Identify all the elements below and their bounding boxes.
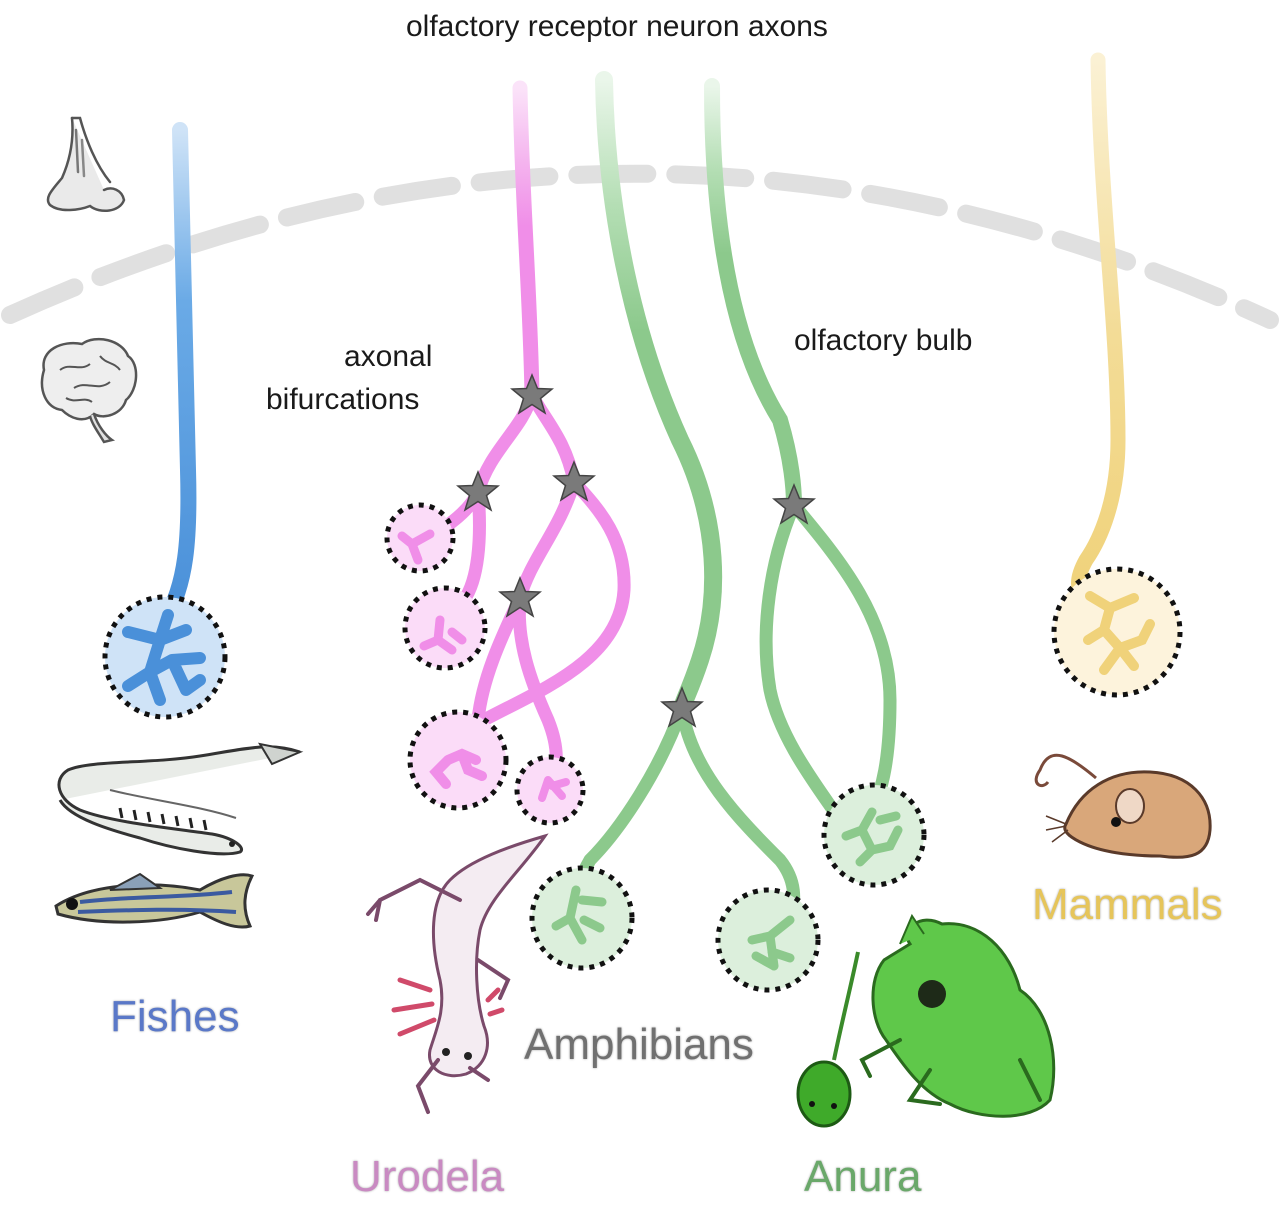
urodela-label: Urodela [350, 1152, 505, 1201]
anura-glomeruli [529, 782, 927, 993]
nose-icon [46, 116, 126, 213]
frog-icon [859, 913, 1056, 1118]
tadpole-icon [796, 951, 860, 1128]
fishes-axon [157, 122, 197, 628]
nasal-brain-boundary [1, 164, 1279, 329]
zebrafish-icon [54, 872, 255, 929]
mouse-icon [1034, 753, 1212, 859]
fishes-glomerulus [102, 594, 228, 720]
title: olfactory receptor neuron axons [406, 10, 828, 43]
mammals-glomerulus [1051, 566, 1183, 698]
mammals-label: Mammals [1032, 880, 1223, 929]
axolotl-icon [366, 833, 549, 1114]
lamprey-icon [57, 742, 304, 856]
anura-label: Anura [804, 1152, 922, 1201]
axonal-bifurcations-label-line1: axonal [344, 340, 433, 373]
fishes-label: Fishes [110, 992, 240, 1041]
mammals-axon [1071, 52, 1126, 608]
amphibians-label: Amphibians [524, 1020, 754, 1069]
axonal-bifurcations-label-line2: bifurcations [266, 383, 420, 416]
urodela-glomeruli [384, 502, 586, 826]
olfactory-bulb-label: olfactory bulb [794, 324, 973, 357]
brain-icon [40, 337, 138, 444]
